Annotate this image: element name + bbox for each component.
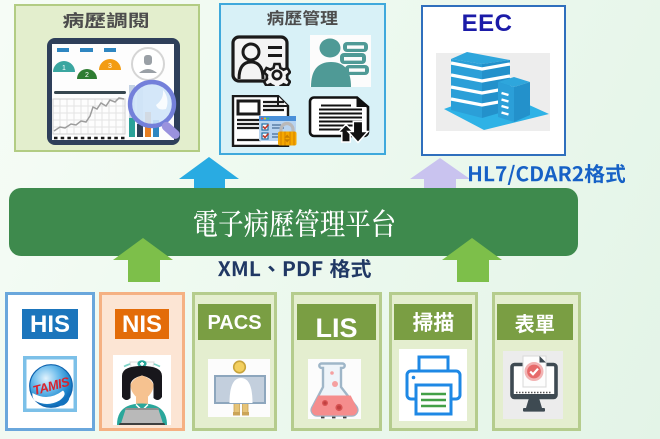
svg-text:2: 2 — [85, 72, 89, 79]
svg-text:1: 1 — [62, 65, 66, 72]
svg-text:3: 3 — [108, 63, 112, 70]
